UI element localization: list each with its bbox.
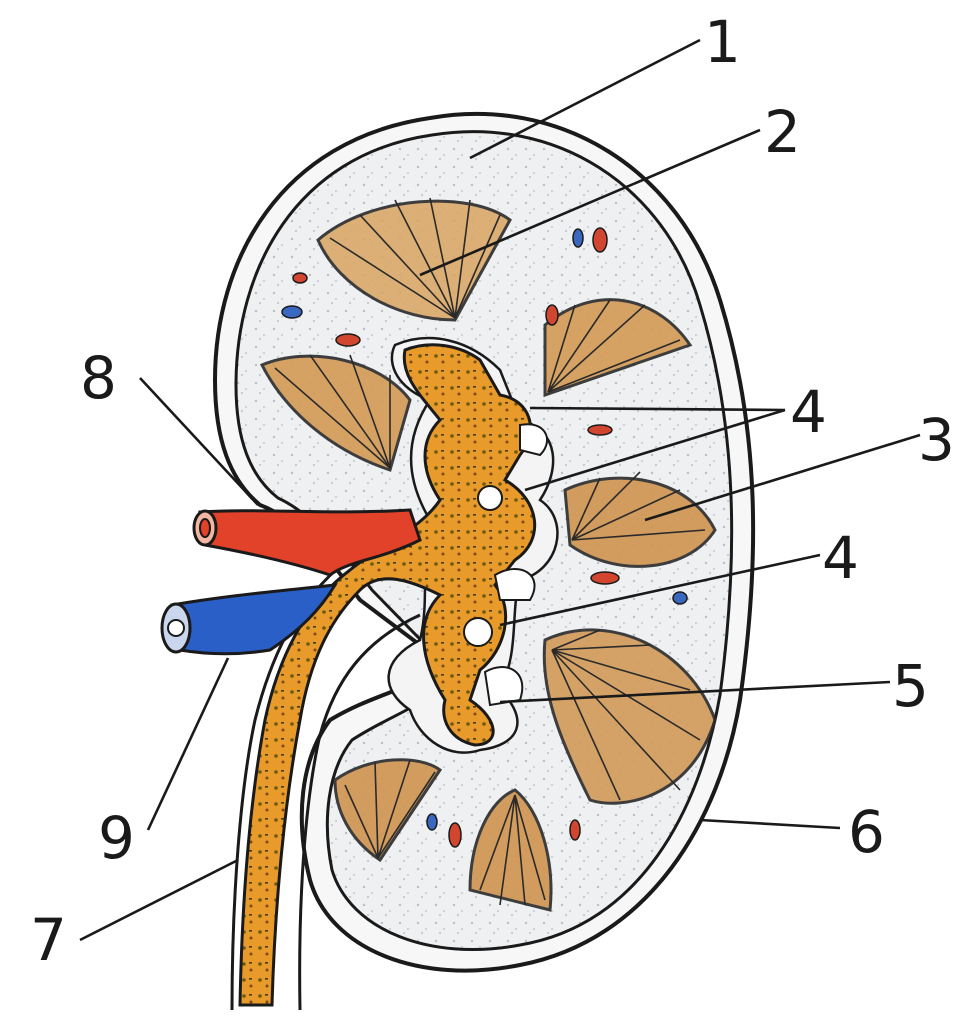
label-6: 6: [848, 798, 885, 866]
label-1: 1: [704, 8, 741, 76]
label-7: 7: [30, 906, 67, 974]
label-4a: 4: [790, 378, 827, 446]
label-3: 3: [918, 406, 955, 474]
leader-7: [80, 860, 238, 940]
label-9: 9: [98, 804, 135, 872]
leader-9: [148, 658, 228, 830]
label-4b: 4: [822, 524, 859, 592]
label-2: 2: [764, 98, 801, 166]
label-5: 5: [892, 652, 929, 720]
leader-6: [700, 820, 840, 828]
label-8: 8: [80, 344, 117, 412]
